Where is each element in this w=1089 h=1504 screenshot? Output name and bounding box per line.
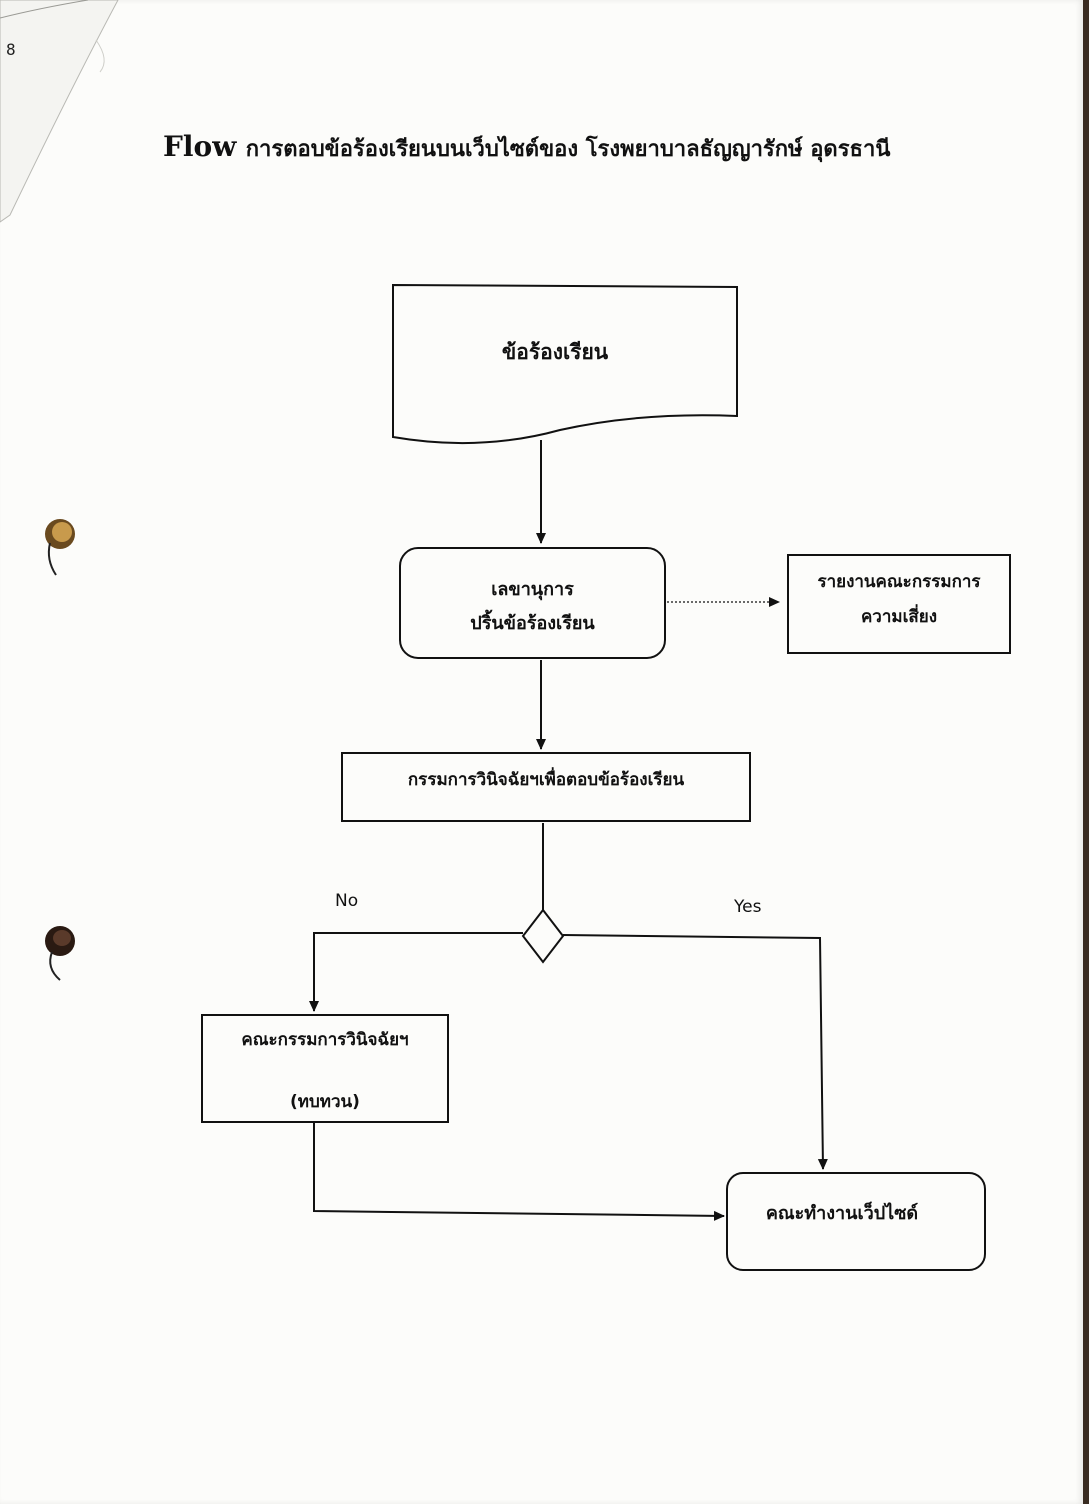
connector-no-branch [309, 932, 523, 1012]
secretary-box-shape [399, 547, 666, 659]
connector-review-to-website-team [313, 1123, 725, 1221]
review-committee-box-shape [201, 1014, 449, 1123]
punch-hole-bottom [45, 926, 75, 981]
risk-committee-label-line1: รายงานคณะกรรมการ [817, 572, 981, 592]
risk-committee-box-shape [787, 554, 1011, 654]
secretary-label-line1: เลขานุการ [491, 579, 574, 600]
page-title: Flow การตอบข้อร้องเรียนบนเว็บไซต์ของ โรง… [163, 130, 890, 166]
title-text: การตอบข้อร้องเรียนบนเว็บไซต์ของ โรงพยาบา… [245, 137, 891, 162]
page-number: 8 [6, 40, 16, 59]
website-team-box-shape [726, 1172, 986, 1271]
title-flow-word: Flow [163, 130, 237, 163]
diagnosis-committee-label: กรรมการวินิจฉัยฯเพื่อตอบข้อร้องเรียน [407, 770, 685, 790]
secretary-label-line2: ปริ้นข้อร้องเรียน [470, 613, 595, 634]
no-branch-label: No [335, 891, 359, 911]
punch-hole-top [45, 519, 75, 576]
diagnosis-committee-box-shape [341, 752, 751, 822]
folded-corner-sheet [0, 0, 119, 223]
decision-diamond [521, 908, 565, 964]
review-committee-label-line2: (ทบทวน) [290, 1092, 360, 1112]
review-committee-label-line1: คณะกรรมการวินิจฉัยฯ [241, 1030, 409, 1050]
yes-branch-label: Yes [734, 897, 762, 917]
complaint-document-label: ข้อร้องเรียน [501, 340, 609, 364]
connector-yes-branch [562, 934, 828, 1170]
risk-committee-label-line2: ความเสี่ยง [860, 607, 938, 627]
website-team-label: คณะทำงานเว็ปไซด์ [765, 1203, 919, 1224]
complaint-document-shape [392, 283, 738, 445]
